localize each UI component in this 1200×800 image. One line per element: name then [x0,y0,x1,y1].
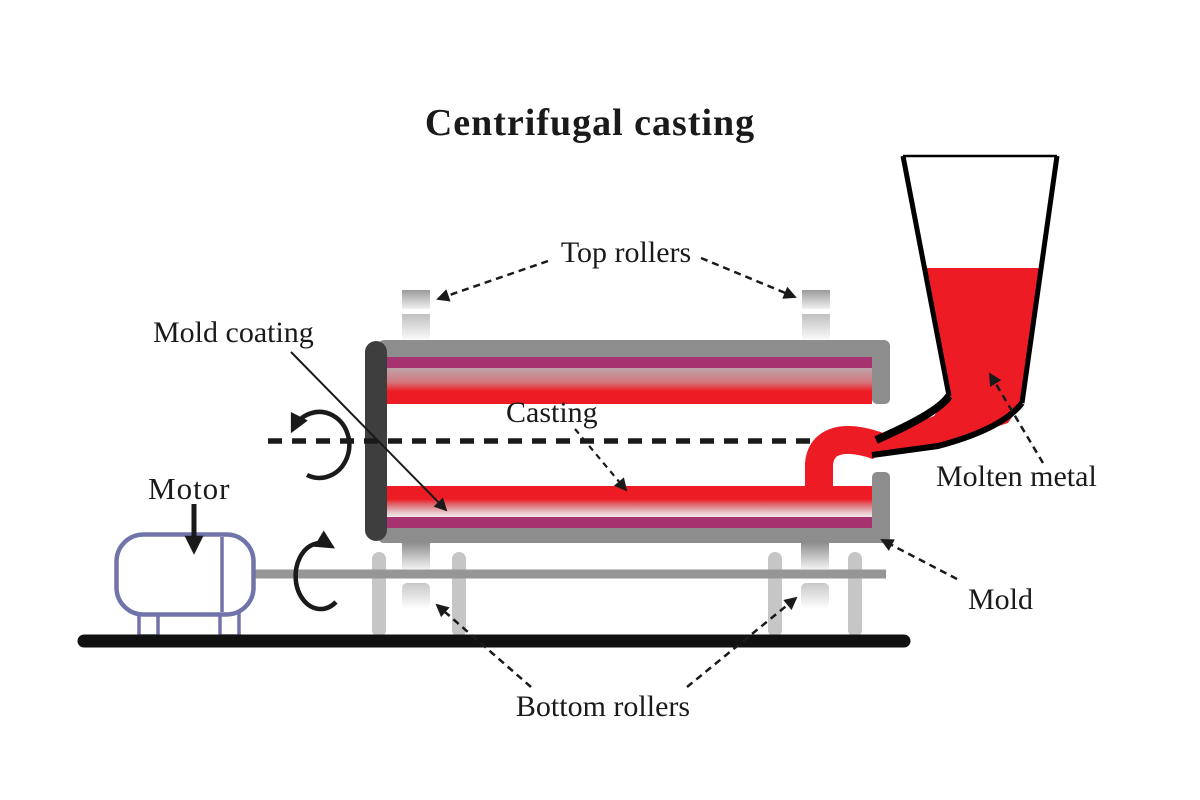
molten-metal-stream [805,426,883,492]
rotation-arrow-icon [293,530,338,612]
label-motor: Motor [148,471,231,506]
molten-metal-arrow [988,372,1045,464]
top-rollers-arrow-right [700,256,797,299]
label-mold-coating: Mold coating [153,316,314,349]
funnel-molten-metal [871,268,1041,454]
mold-shell-top [378,340,890,358]
top-roller-left [402,290,430,309]
mold-wall-right-top [872,342,890,404]
funnel-wall-right [1019,155,1060,404]
funnel-wall-left [900,155,952,397]
mold-coating-bottom [386,517,872,528]
label-mold: Mold [968,583,1034,616]
bottom-roller-left [402,583,430,609]
bottom-roller-post [848,552,862,637]
mold-arrow [880,538,958,581]
label-molten-metal: Molten metal [936,460,1097,493]
funnel-spout-upper-edge [874,393,953,444]
top-roller-right [802,290,830,309]
label-top-rollers: Top rollers [560,236,692,269]
mold-coating-arrow [290,351,448,512]
rotation-arrow-icon [290,409,352,481]
top-roller-right [802,314,830,340]
top-roller-left [402,314,430,340]
casting-layer-top [386,368,872,404]
top-rollers-arrow-left [436,259,549,302]
bottom-roller-right [801,583,829,609]
bottom-roller-post [768,552,782,637]
mold-coating-top [386,357,872,368]
bottom-rollers-arrow-left [435,603,532,688]
bottom-roller-post [372,552,386,637]
mold-wall-right-bottom [872,472,890,542]
bottom-roller-post [452,552,466,637]
funnel-spout-lower-edge [871,401,1025,458]
casting-arrow [574,428,628,492]
casting-layer-bottom [386,486,872,517]
diagram-title: Centrifugal casting [424,102,756,144]
label-bottom-rollers: Bottom rollers [515,690,691,723]
mold-shell-bottom [378,525,890,543]
label-casting: Casting [506,396,598,429]
bottom-roller-left [402,543,430,569]
motor-body [114,532,256,617]
bottom-roller-right [801,543,829,569]
